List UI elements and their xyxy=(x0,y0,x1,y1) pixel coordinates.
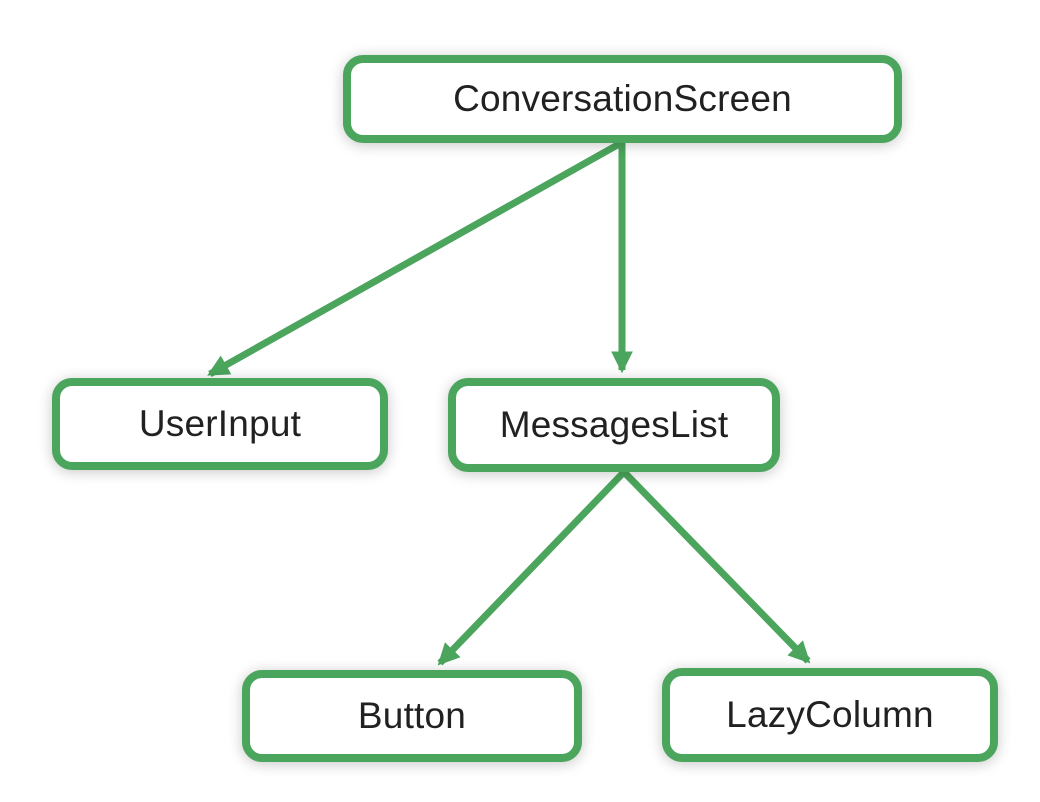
node-messages-list-label: MessagesList xyxy=(499,404,729,445)
edge-conversationscreen-userinput xyxy=(207,139,623,378)
node-conversation-screen: ConversationScreen xyxy=(343,55,902,143)
edge-messageslist-lazycolumn xyxy=(621,469,811,664)
node-lazy-column-label: LazyColumn xyxy=(726,694,934,735)
node-button-label: Button xyxy=(357,695,467,736)
node-user-input-label: UserInput xyxy=(138,403,302,444)
node-user-input: UserInput xyxy=(52,378,388,470)
node-lazy-column: LazyColumn xyxy=(662,668,998,762)
node-conversation-screen-label: ConversationScreen xyxy=(453,78,792,119)
node-messages-list: MessagesList xyxy=(448,378,780,472)
edge-messageslist-button xyxy=(437,469,627,666)
node-button: Button xyxy=(242,670,582,762)
